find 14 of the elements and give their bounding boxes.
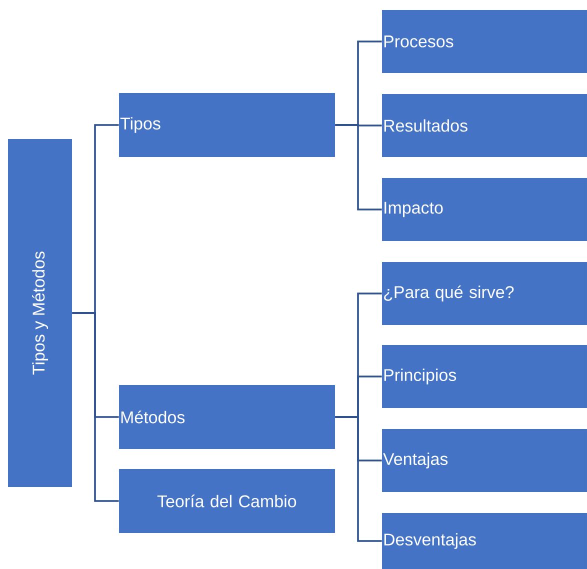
connector-line [335, 416, 382, 542]
item-box: Procesos [382, 10, 587, 73]
connector-line [72, 312, 119, 502]
connector-line [335, 124, 382, 210]
item-box: Impacto [382, 178, 587, 241]
item-box: Desventajas [382, 513, 587, 569]
item-box: Ventajas [382, 429, 587, 492]
title-box: Tipos y Métodos [8, 139, 72, 487]
item-box: Principios [382, 345, 587, 408]
item-box: Resultados [382, 94, 587, 157]
category-box: Métodos [119, 385, 335, 449]
item-box: ¿Para qué sirve? [382, 262, 587, 325]
category-box: Tipos [119, 93, 335, 157]
category-box: Teoría del Cambio [119, 469, 335, 533]
